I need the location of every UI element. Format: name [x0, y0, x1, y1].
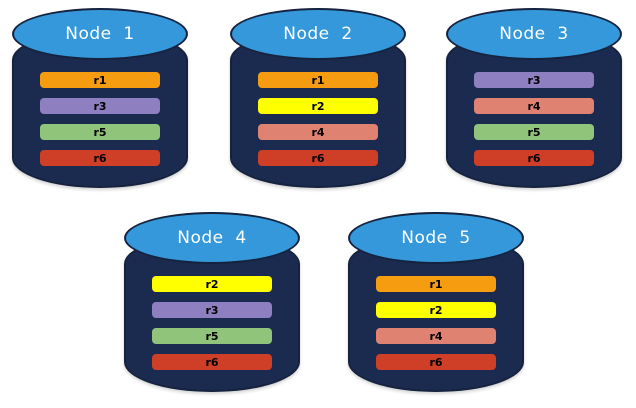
- replica-bar[interactable]: r6: [152, 354, 272, 370]
- replica-bar[interactable]: r5: [474, 124, 594, 140]
- replica-list: r1 r2 r4 r6: [348, 276, 524, 370]
- replica-bar[interactable]: r5: [152, 328, 272, 344]
- cylinder-top-ellipse: [12, 8, 188, 60]
- replica-bar[interactable]: r4: [376, 328, 496, 344]
- replica-bar[interactable]: r1: [376, 276, 496, 292]
- replica-bar[interactable]: r3: [40, 98, 160, 114]
- replica-bar[interactable]: r6: [40, 150, 160, 166]
- replica-bar[interactable]: r6: [474, 150, 594, 166]
- replica-bar[interactable]: r2: [152, 276, 272, 292]
- replica-bar[interactable]: r2: [258, 98, 378, 114]
- cylinder-top-ellipse: [348, 212, 524, 264]
- cylinder-top-ellipse: [446, 8, 622, 60]
- replica-list: r1 r2 r4 r6: [230, 72, 406, 166]
- cylinder-top-ellipse: [230, 8, 406, 60]
- replica-bar[interactable]: r4: [258, 124, 378, 140]
- replica-bar[interactable]: r4: [474, 98, 594, 114]
- replica-list: r3 r4 r5 r6: [446, 72, 622, 166]
- cylinder-top-ellipse: [124, 212, 300, 264]
- replica-bar[interactable]: r6: [258, 150, 378, 166]
- replica-bar[interactable]: r1: [40, 72, 160, 88]
- replica-bar[interactable]: r1: [258, 72, 378, 88]
- replica-bar[interactable]: r3: [152, 302, 272, 318]
- replica-bar[interactable]: r2: [376, 302, 496, 318]
- replica-list: r1 r3 r5 r6: [12, 72, 188, 166]
- replica-list: r2 r3 r5 r6: [124, 276, 300, 370]
- replica-bar[interactable]: r6: [376, 354, 496, 370]
- replica-bar[interactable]: r5: [40, 124, 160, 140]
- replica-bar[interactable]: r3: [474, 72, 594, 88]
